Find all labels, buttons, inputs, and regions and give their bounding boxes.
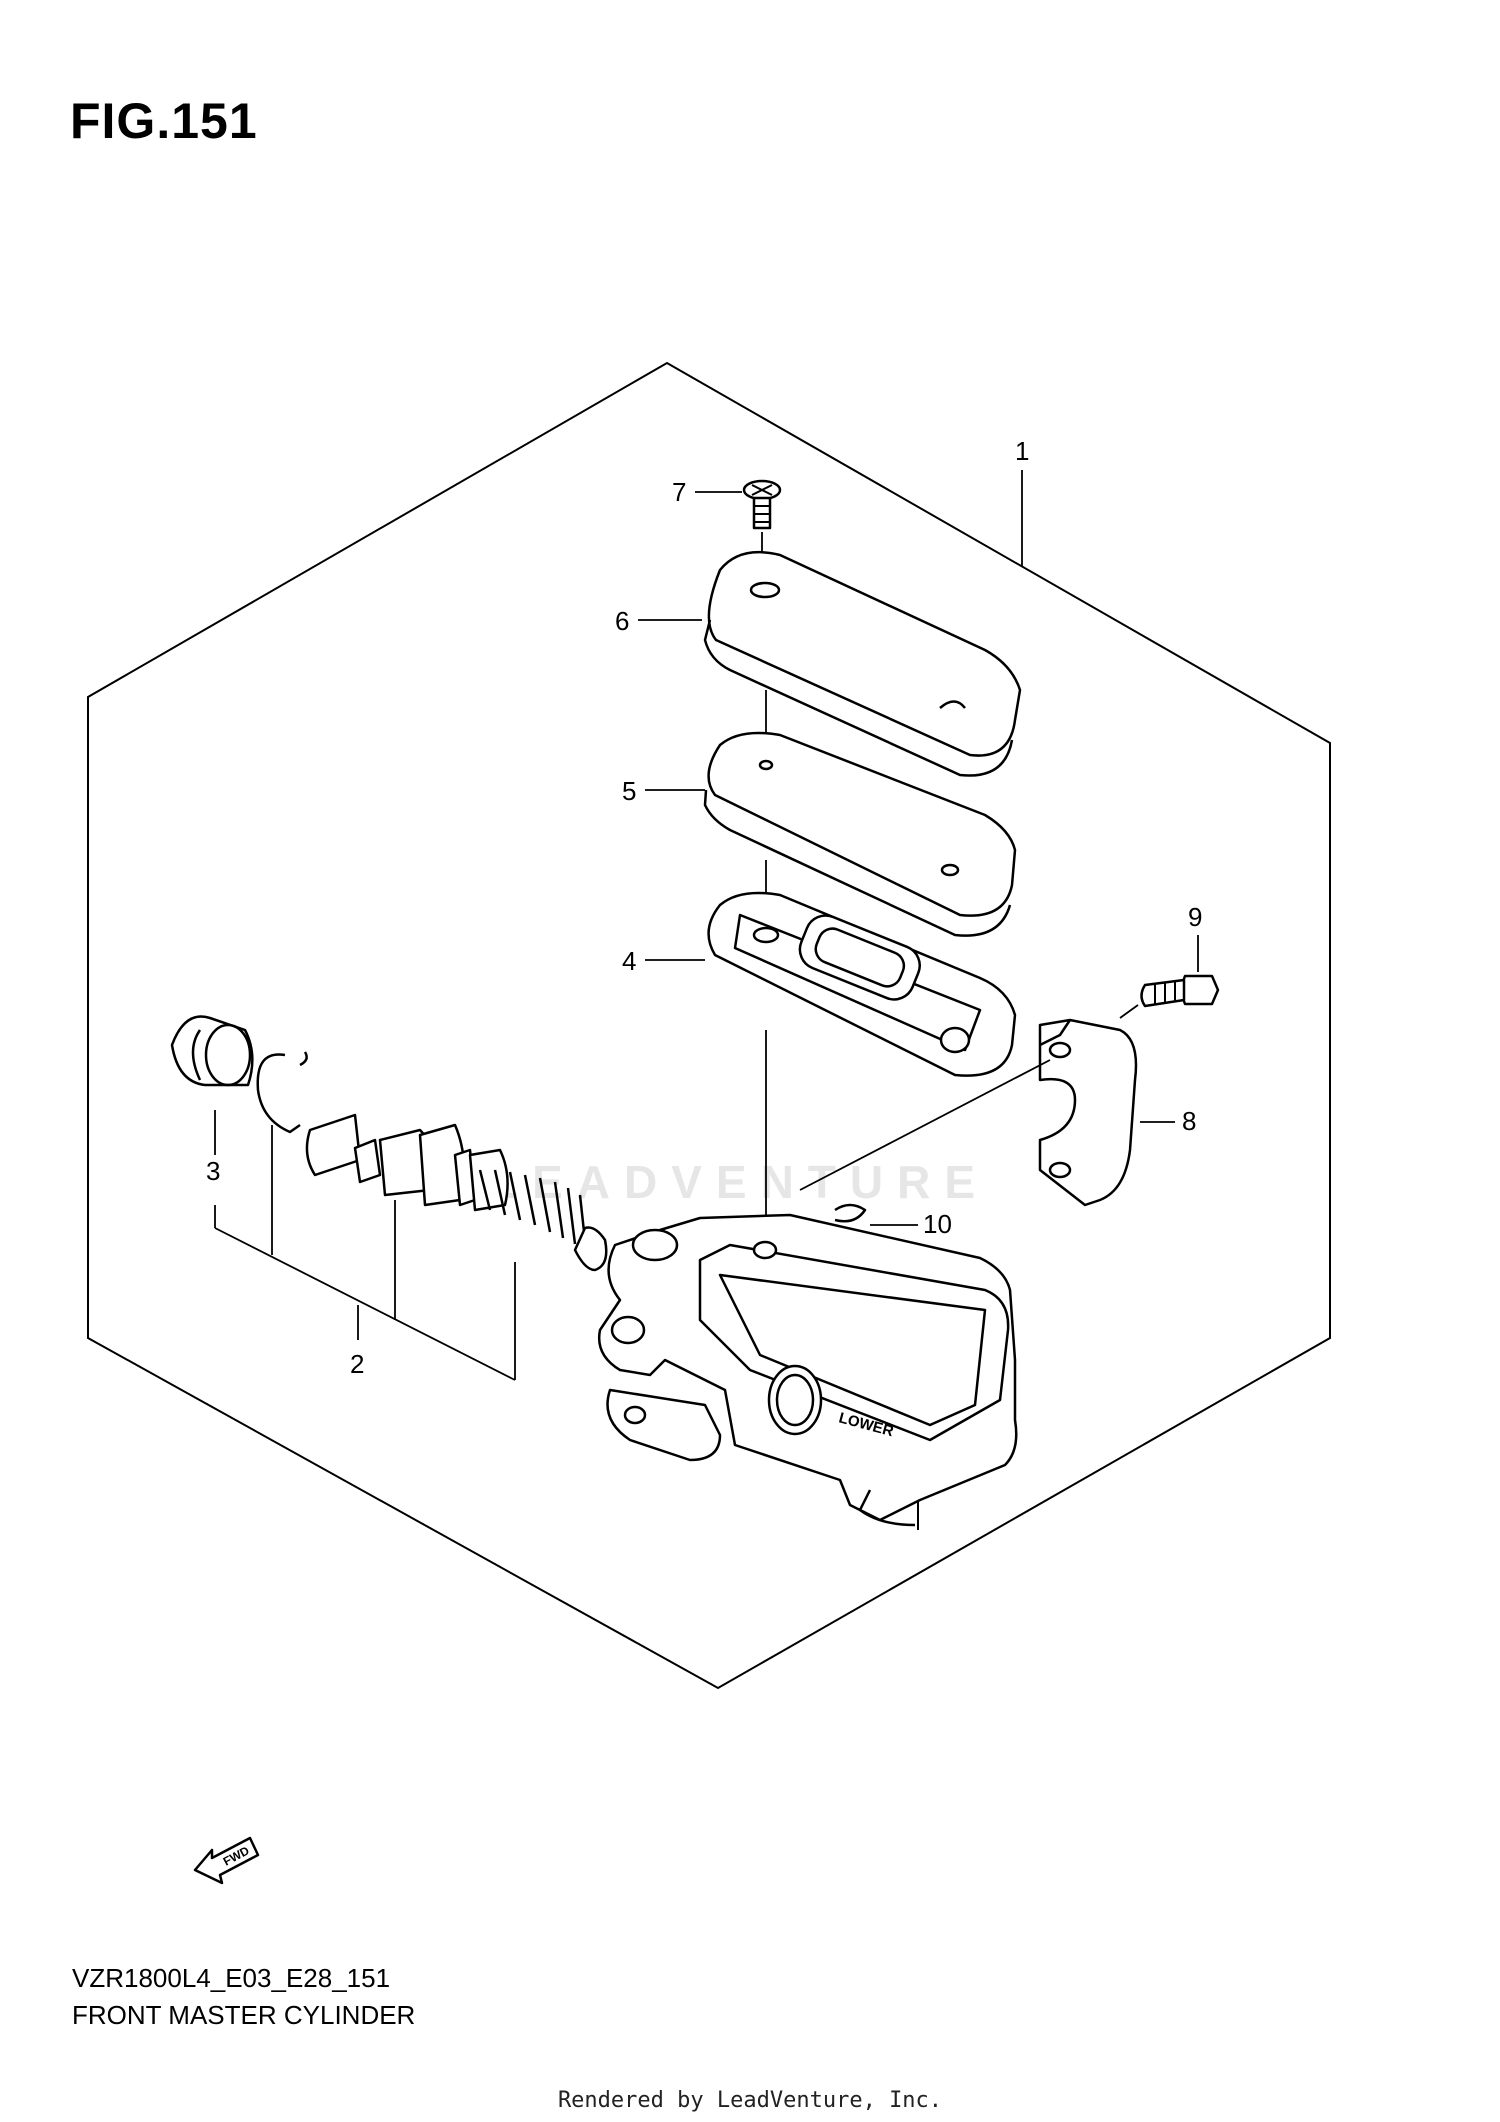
master-cylinder-body[interactable]	[597, 1213, 1018, 1530]
screw-part-7[interactable]	[742, 479, 782, 530]
callout-1[interactable]: 1	[1015, 436, 1029, 466]
callout-3[interactable]: 3	[206, 1156, 220, 1186]
callout-6[interactable]: 6	[615, 606, 629, 636]
handlebar-clamp-part-8[interactable]	[1038, 1018, 1138, 1207]
callout-4[interactable]: 4	[622, 946, 636, 976]
assembly-outline	[87, 361, 1331, 1690]
callout-10[interactable]: 10	[923, 1209, 952, 1239]
callout-2[interactable]: 2	[350, 1349, 364, 1379]
callout-5[interactable]: 5	[622, 776, 636, 806]
diaphragm-plate-part-5[interactable]	[703, 731, 1017, 937]
piston-assembly[interactable]	[305, 1113, 608, 1272]
diagram-code: VZR1800L4_E03_E28_151	[72, 1963, 391, 1993]
diaphragm-part-4[interactable]	[707, 891, 1017, 1077]
diagram-name: FRONT MASTER CYLINDER	[72, 2000, 416, 2030]
dust-boot-part-3[interactable]	[170, 1015, 254, 1087]
circlip[interactable]	[256, 1051, 308, 1134]
footer-credit: Rendered by LeadVenture, Inc.	[557, 2088, 943, 2113]
reservoir-cap-part-6[interactable]	[703, 550, 1022, 777]
callout-9[interactable]: 9	[1188, 902, 1202, 932]
clamp-bolt-part-9[interactable]	[1140, 974, 1220, 1008]
figure-title: FIG.151	[70, 93, 258, 149]
fwd-arrow-icon: FWD	[193, 1836, 260, 1885]
watermark: LEADVENTURE	[490, 1156, 990, 1208]
clip-part-10[interactable]	[834, 1203, 867, 1223]
callout-7[interactable]: 7	[672, 477, 686, 507]
callout-8[interactable]: 8	[1182, 1106, 1196, 1136]
